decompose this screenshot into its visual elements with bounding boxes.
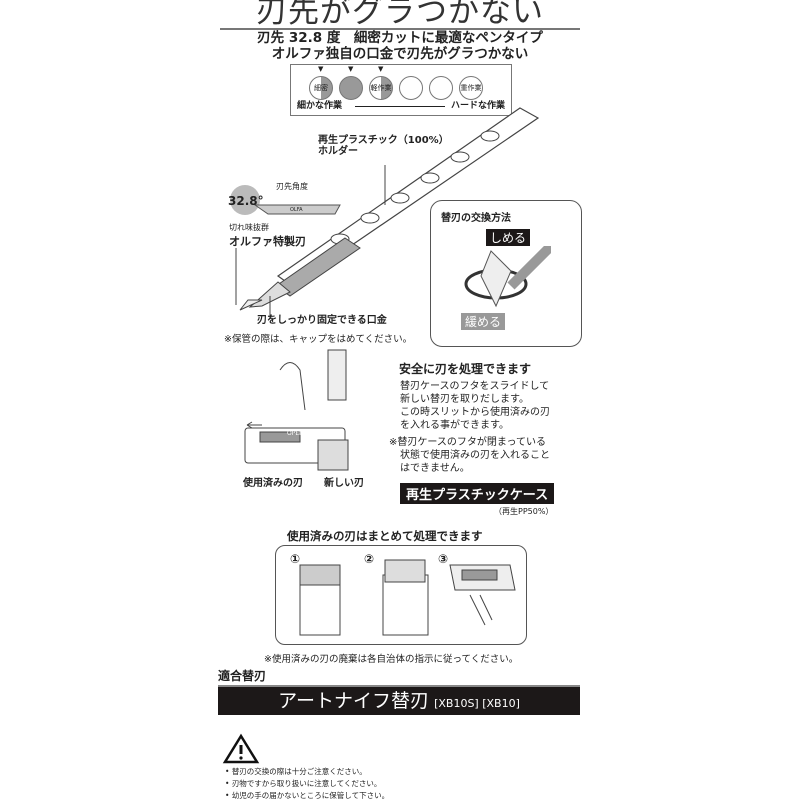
- new-blade-label: 新しい刃: [324, 478, 364, 489]
- warning-item: • 刃物ですから取り扱いに注意してください。: [225, 779, 382, 788]
- blade-label-2: オルファ特製刃: [229, 235, 306, 248]
- holder-label: 再生プラスチック（100%）ホルダー: [318, 135, 449, 157]
- ferrule-label: 刃をしっかり固定できる口金: [257, 315, 387, 326]
- step-1: ①: [290, 552, 301, 566]
- scale-circle: [339, 76, 363, 100]
- knife-illustration: [230, 107, 540, 316]
- case-heading: 安全に刃を処理できます: [399, 362, 532, 376]
- scale-circle: 軽作業: [369, 76, 393, 100]
- scale-arrow: [355, 106, 445, 107]
- blade-brand: OLFA: [290, 207, 303, 213]
- step-2: ②: [364, 552, 375, 566]
- used-blade-label: 使用済みの刃: [243, 478, 303, 489]
- compatible-blades-bar: アートナイフ替刃 [XB10S] [XB10]: [218, 685, 580, 715]
- case-body: 替刃ケースのフタをスライドして新しい替刃を取りだします。この時スリットから使用済…: [400, 381, 550, 431]
- inset-title: 替刃の交換方法: [441, 213, 511, 224]
- scale-circle: [429, 76, 453, 100]
- disposal-illustration: [299, 559, 516, 636]
- warning-item: • 幼児の手の届かないところに保管して下さい。: [225, 791, 390, 800]
- case-material-sub: （再生PP50%）: [494, 507, 554, 516]
- loosen-label: 緩める: [461, 313, 506, 330]
- open-label: OPEN: [287, 430, 304, 437]
- hand-twist-icon: [464, 246, 551, 308]
- page-title: 刃先がグラつかない: [256, 0, 544, 30]
- disposal-heading: 使用済みの刃はまとめて処理できます: [287, 529, 483, 543]
- scale-left-label: 細かな作業: [297, 101, 343, 111]
- scale-right-label: ハードな作業: [450, 101, 505, 111]
- marker-icon: ▼: [348, 65, 354, 73]
- blade-angle-value: 32.8°: [228, 194, 264, 208]
- subtitle-line-1: 刃先 32.8 度 細密カットに最適なペンタイプ: [257, 30, 543, 46]
- step-3: ③: [438, 552, 449, 566]
- scale-circle: 重作業: [459, 76, 483, 100]
- tighten-label: しめる: [486, 229, 531, 246]
- marker-icon: ▼: [378, 65, 384, 73]
- blade-change-inset: 替刃の交換方法 しめる 緩める: [430, 200, 582, 347]
- work-scale: 細密 ▼ ▼ 軽作業 ▼ 重作業 細かな作業 ハードな作業: [290, 64, 512, 116]
- disposal-note: ※使用済みの刃の廃棄は各自治体の指示に従ってください。: [264, 654, 519, 665]
- warning-list: • 替刃の交換の際は十分ご注意ください。 • 刃物ですから取り扱いに注意してくだ…: [225, 766, 389, 800]
- warning-icon: [222, 733, 260, 764]
- subtitle-line-2: オルファ独自の口金で刃先がグラつかない: [271, 46, 529, 62]
- marker-icon: ▼: [318, 65, 324, 73]
- blade-codes: [XB10S] [XB10]: [434, 697, 520, 710]
- disposal-steps-box: ① ② ③: [275, 545, 527, 645]
- blade-angle-label: 刃先角度: [276, 182, 308, 191]
- scale-circle: [399, 76, 423, 100]
- title-divider: [220, 28, 580, 30]
- scale-circle: 細密: [309, 76, 333, 100]
- blade-label-1: 切れ味抜群: [229, 223, 269, 232]
- case-illustration: [244, 349, 349, 471]
- blade-name: アートナイフ替刃: [278, 690, 429, 712]
- case-note: ※替刃ケースのフタが閉まっている状態で使用済みの刃を入れることはできません。: [389, 437, 550, 474]
- compatible-blades-heading: 適合替刃: [218, 669, 267, 683]
- storage-note: ※保管の際は、キャップをはめてください。: [224, 334, 413, 345]
- case-material-label: 再生プラスチックケース: [400, 483, 555, 504]
- warning-item: • 替刃の交換の際は十分ご注意ください。: [225, 767, 367, 776]
